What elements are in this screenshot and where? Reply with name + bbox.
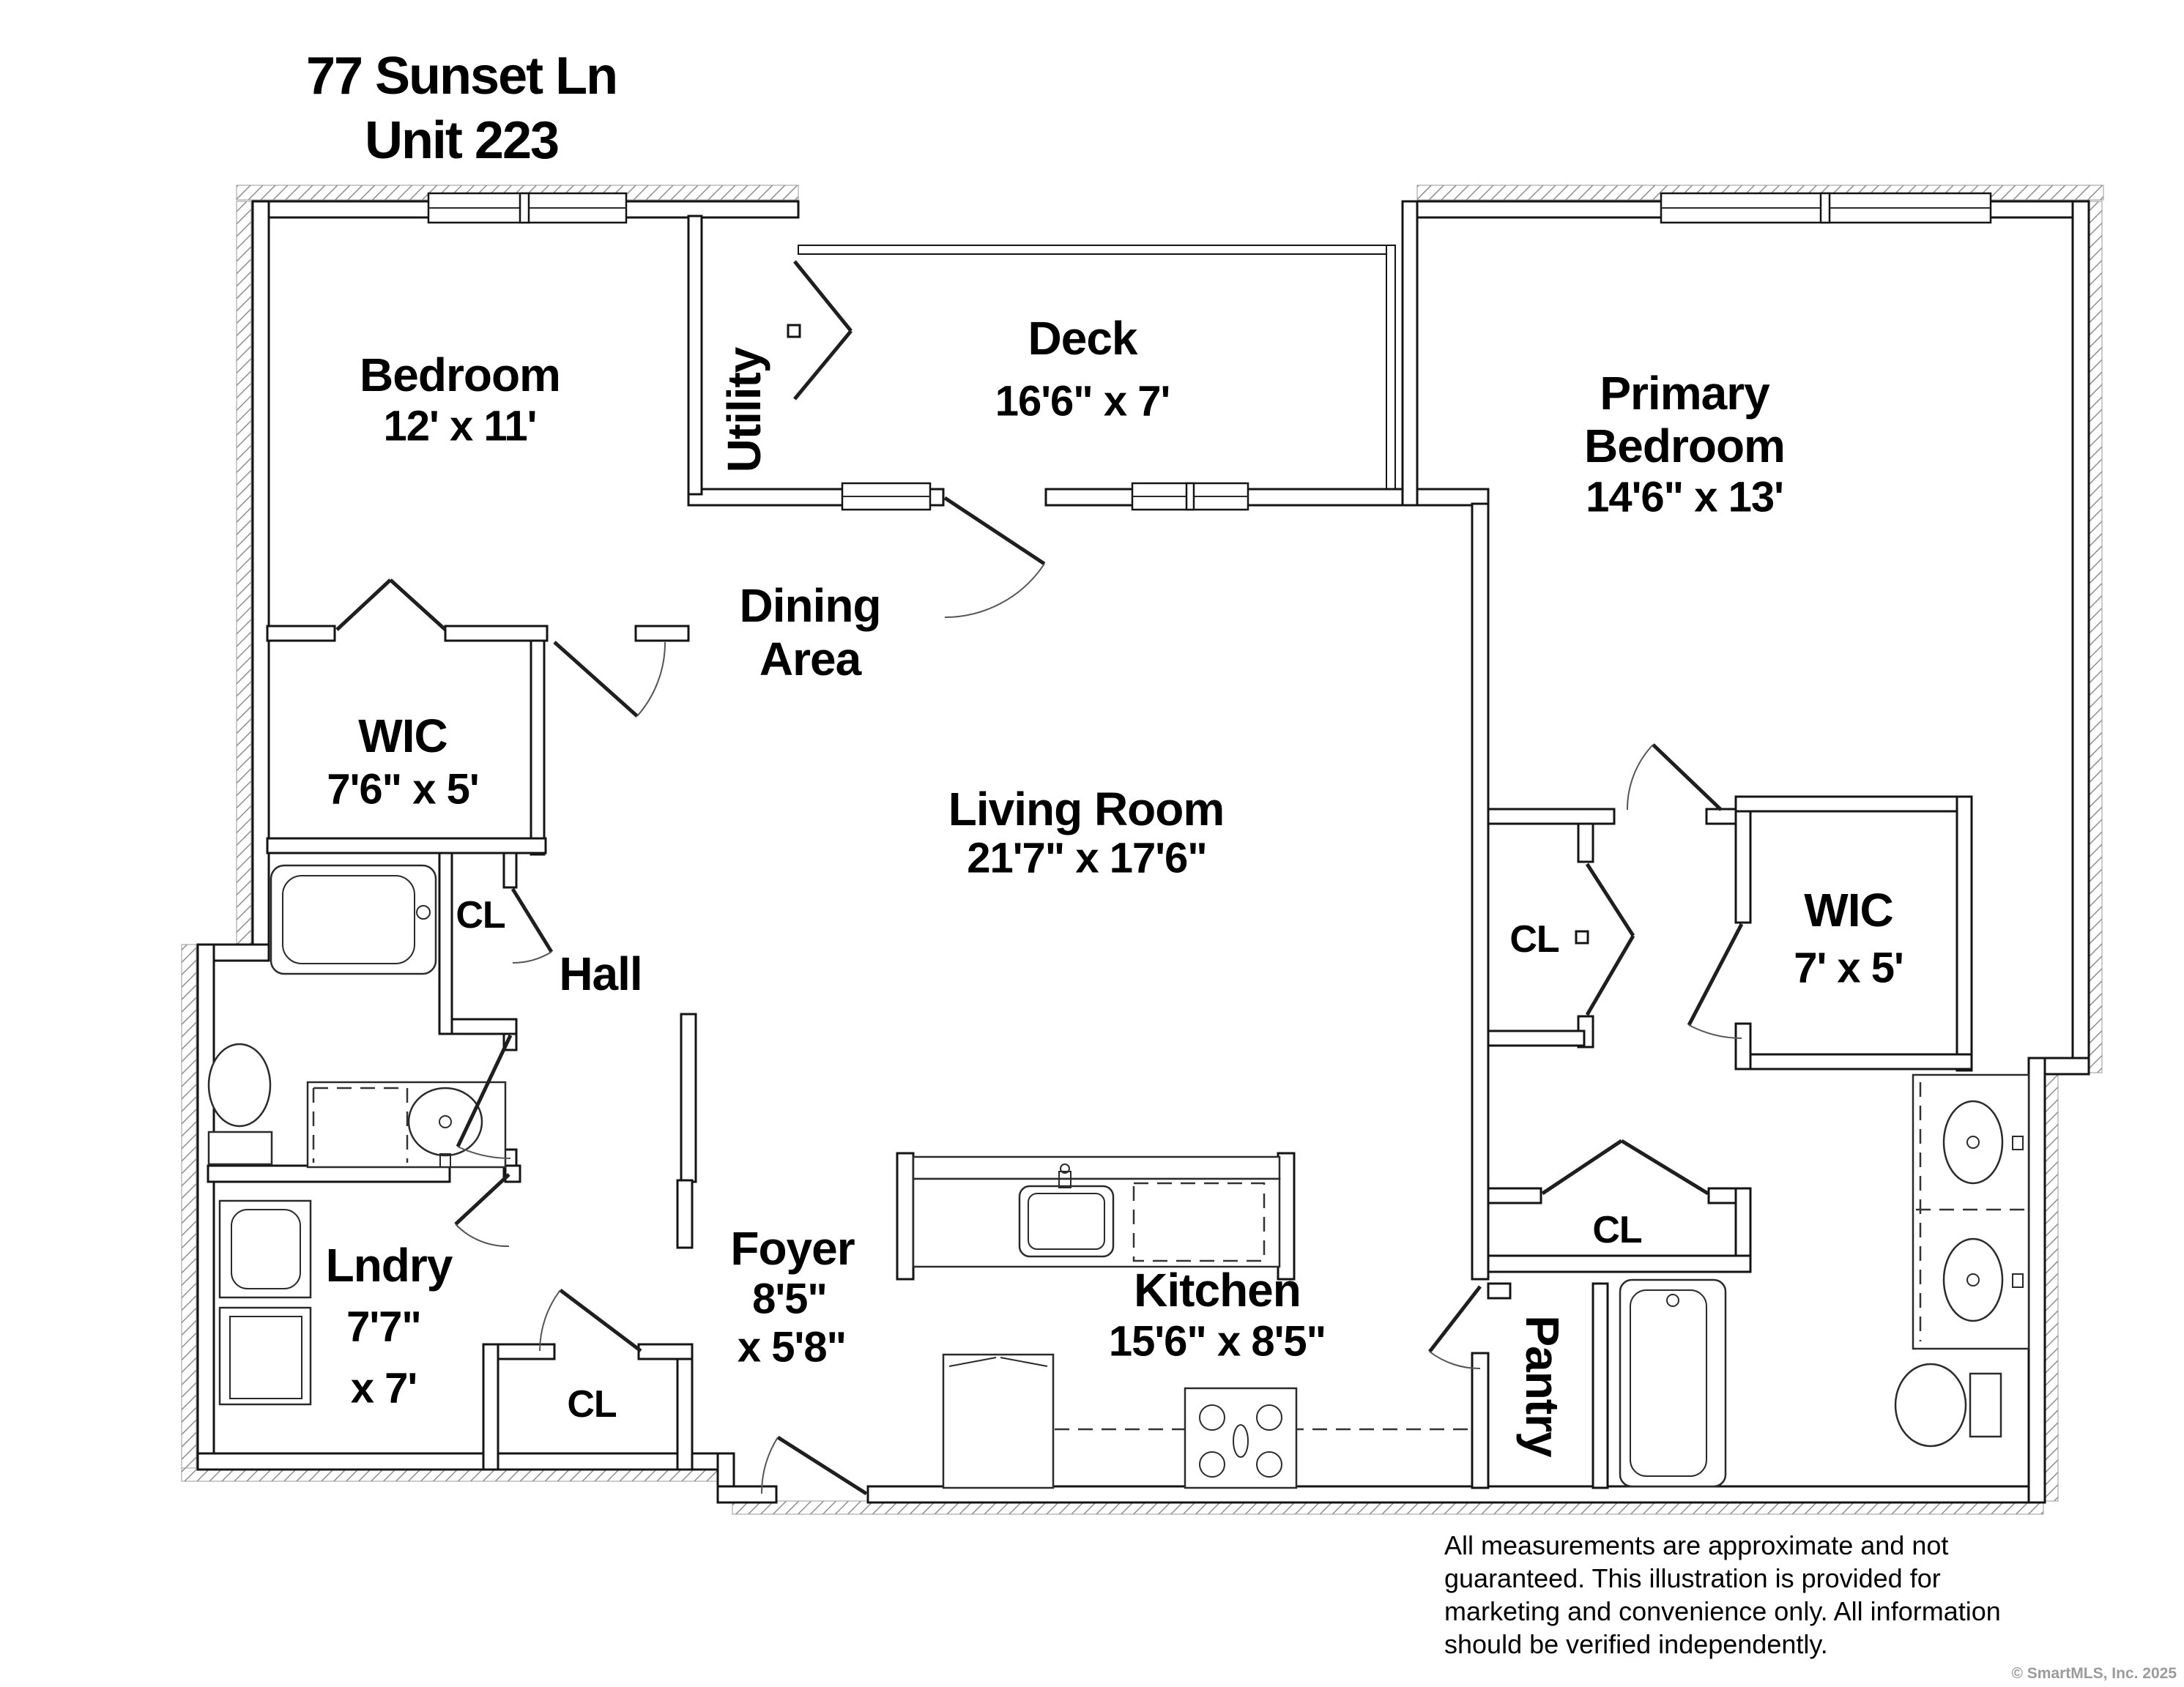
- primary-bathtub-icon: [1619, 1278, 1727, 1488]
- room-dims-living: 21'7" x 17'6": [967, 834, 1208, 882]
- room-dims-deck: 16'6" x 7': [995, 377, 1171, 425]
- plan-title-line2: Unit 223: [364, 111, 560, 170]
- room-label-cl-hall-bath: CL: [456, 894, 505, 936]
- room-label-foyer: Foyer: [730, 1222, 855, 1275]
- disclaimer-line3: marketing and convenience only. All info…: [1444, 1596, 2001, 1626]
- disclaimer-line2: guaranteed. This illustration is provide…: [1444, 1563, 1941, 1593]
- disclaimer-line1: All measurements are approximate and not: [1444, 1530, 1949, 1560]
- room-dims-foyer-line2: x 5'8": [737, 1323, 847, 1371]
- room-dims-primary: 14'6" x 13': [1586, 473, 1784, 521]
- refrigerator-icon: [942, 1353, 1055, 1489]
- room-label-hall: Hall: [559, 947, 642, 1000]
- room-label-wic-left: WIC: [358, 710, 447, 762]
- deck-window-icon: [841, 482, 932, 511]
- wic-right-door: [1687, 923, 1744, 1039]
- dishwasher-icon: [1132, 1182, 1266, 1262]
- plan-title-line1: 77 Sunset Ln: [305, 47, 618, 105]
- disclaimer-line4: should be verified independently.: [1444, 1629, 1828, 1659]
- closet-foyer-door: [539, 1289, 642, 1352]
- closet-primary-double-doors-icon: [1585, 863, 1635, 1016]
- hall-bath-door: [456, 1034, 513, 1160]
- bedroom-window-icon: [427, 192, 628, 224]
- room-label-primary-line1: Primary: [1600, 367, 1769, 420]
- primary-bedroom-door: [1626, 743, 1723, 811]
- toilet-icon: [207, 1043, 273, 1166]
- room-dims-bedroom: 12' x 11': [383, 402, 538, 450]
- room-label-bedroom: Bedroom: [360, 349, 561, 401]
- room-label-laundry: Lndry: [325, 1239, 453, 1292]
- primary-toilet-icon: [1894, 1363, 2002, 1448]
- wic-left-double-doors-icon: [335, 578, 447, 631]
- primary-bath-hall-door: [1428, 1285, 1482, 1370]
- bedroom-door: [553, 641, 666, 718]
- deck-door: [943, 496, 1046, 619]
- closet-hall-bath-door: [510, 887, 554, 964]
- laundry-door: [454, 1173, 510, 1248]
- room-dims-kitchen: 15'6" x 8'5": [1108, 1317, 1326, 1366]
- room-label-primary-line2: Bedroom: [1584, 420, 1786, 472]
- room-label-living: Living Room: [948, 783, 1225, 835]
- window-icons: [427, 192, 1992, 511]
- room-label-utility: Utility: [718, 347, 770, 473]
- washer-icon: [218, 1199, 312, 1299]
- double-vanity-icon: [1912, 1073, 2030, 1350]
- room-dims-laundry-line1: 7'7": [346, 1303, 422, 1351]
- kitchen-sink-icon: [1018, 1163, 1115, 1258]
- stove-icon: [1184, 1387, 1298, 1489]
- primary-window-icon: [1660, 192, 1992, 224]
- fixtures: [207, 864, 2030, 1489]
- room-dims-foyer-line1: 8'5": [752, 1275, 828, 1323]
- room-label-wic-right: WIC: [1804, 884, 1893, 936]
- room-label-dining-line1: Dining: [739, 579, 881, 632]
- dryer-icon: [218, 1306, 312, 1406]
- room-label-kitchen: Kitchen: [1134, 1264, 1301, 1317]
- room-dims-wic-left: 7'6" x 5': [327, 765, 479, 813]
- utility-bifold-doors-icon: [787, 260, 853, 401]
- room-label-pantry: Pantry: [1516, 1315, 1569, 1457]
- vanity-sink-icon: [306, 1081, 507, 1169]
- smartmls-watermark: © SmartMLS, Inc. 2025: [2011, 1665, 2177, 1682]
- room-label-cl-primary: CL: [1509, 918, 1559, 961]
- room-dims-laundry-line2: x 7': [350, 1364, 417, 1412]
- entry-door: [760, 1435, 868, 1496]
- room-dims-wic-right: 7' x 5': [1794, 944, 1904, 992]
- room-label-cl-foyer: CL: [567, 1383, 617, 1426]
- room-label-deck: Deck: [1028, 312, 1138, 365]
- room-label-cl-primary-bath: CL: [1592, 1209, 1642, 1251]
- walls: [196, 200, 2090, 1504]
- room-label-dining-line2: Area: [759, 633, 861, 685]
- deck-window2-icon: [1131, 482, 1249, 511]
- bathtub-icon: [270, 864, 437, 975]
- doors: [335, 260, 1744, 1496]
- kitchen-peninsula: [912, 1155, 1281, 1268]
- closet-primary-bath-double-doors-icon: [1541, 1139, 1709, 1196]
